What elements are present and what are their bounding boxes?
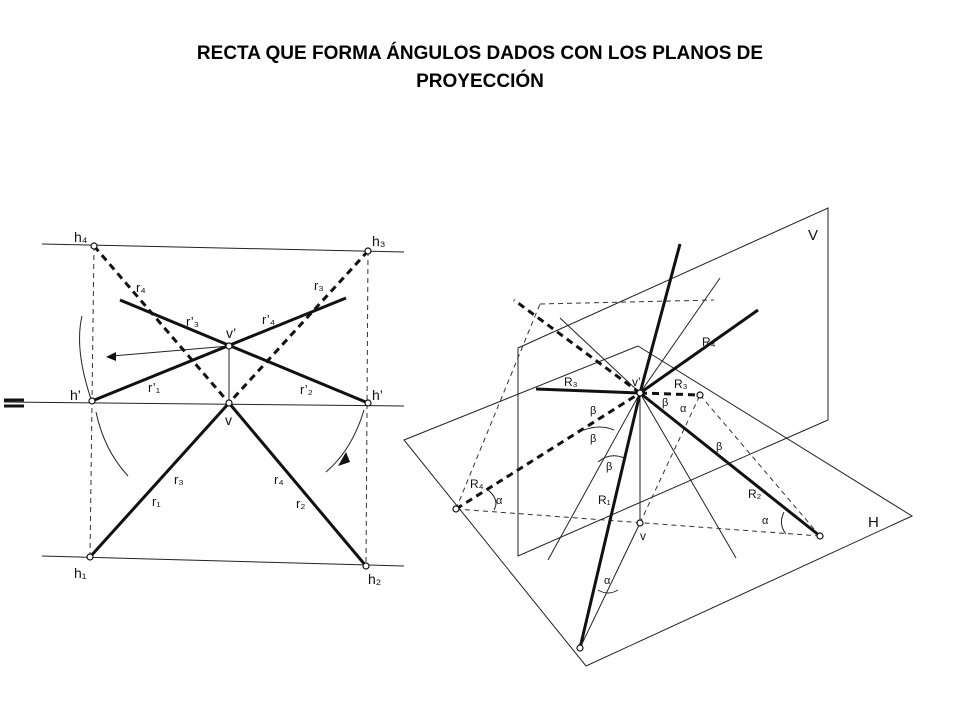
label-r4-prime: r’₄ — [262, 312, 275, 327]
label-r3-prime: r’₃ — [186, 314, 199, 329]
horizontal-plane-h — [403, 345, 914, 667]
line-r1 — [88, 401, 231, 559]
label-angle-beta: β — [590, 405, 596, 417]
angle-arc-beta — [597, 455, 625, 463]
angle-arc-alpha-bottom — [597, 589, 619, 594]
page-title: RECTA QUE FORMA ÁNGULOS DADOS CON LOS PL… — [0, 40, 960, 96]
label-R4-left: R₄ — [470, 477, 484, 491]
angle-arc-alpha-left — [487, 489, 497, 511]
label-v-prime: v’ — [632, 375, 641, 389]
left-orthographic-diagram: h₄ h₃ h’ h’ v’ v h₁ h₂ r₄ r₃ r’₃ r’₄ r’₁… — [3, 229, 405, 587]
vertical-plane-v — [517, 207, 829, 557]
label-r2-prime: r’₂ — [300, 382, 313, 397]
line-upper-ray — [638, 243, 682, 394]
right-perspective-diagram: V H v’ v R₄ R₃ R₃ R₄ R₁ R₂ α α α α β β β… — [403, 207, 914, 667]
label-angle-beta: β — [606, 461, 612, 473]
label-R2: R₂ — [748, 487, 762, 501]
label-R3-left: R₃ — [564, 375, 578, 389]
construction-line — [559, 317, 641, 394]
lower-right-arc — [325, 409, 365, 473]
point-R2-trace — [816, 532, 824, 540]
dashed-construction-line — [699, 394, 821, 537]
label-h-prime-right: h’ — [372, 387, 383, 403]
lower-left-arc — [95, 411, 129, 477]
point-v — [636, 519, 644, 527]
construction-line — [547, 392, 641, 561]
point-h3 — [364, 247, 372, 255]
construction-line — [579, 522, 641, 649]
label-angle-alpha: α — [604, 575, 611, 587]
line-r2 — [227, 402, 368, 567]
label-h3: h₃ — [372, 233, 386, 249]
point-R4-trace — [452, 505, 460, 513]
label-h4: h₄ — [74, 229, 88, 245]
construction-line — [111, 345, 230, 357]
line-r3-dashed — [227, 249, 370, 405]
label-r1: r₁ — [152, 494, 161, 509]
label-r1-prime: r’₁ — [148, 380, 161, 395]
line-r3-prime — [119, 298, 369, 405]
construction-arrow — [106, 352, 116, 361]
line-upper-left-dashed — [513, 298, 641, 395]
label-r3: r₃ — [314, 278, 324, 293]
label-r4: r₄ — [136, 280, 146, 295]
line-r4-dashed — [92, 245, 231, 404]
label-angle-beta: β — [662, 397, 668, 409]
dashed-construction-line — [639, 394, 701, 524]
label-r4-lower: r₄ — [274, 472, 284, 487]
label-R1: R₁ — [598, 493, 611, 507]
upper-arc — [79, 315, 93, 403]
label-angle-alpha: α — [762, 515, 769, 527]
label-v: v — [225, 412, 232, 428]
dashed-construction-line — [455, 303, 541, 510]
label-angle-alpha: α — [496, 495, 503, 507]
bottom-reference-line — [41, 555, 405, 567]
line-R1 — [578, 392, 642, 649]
label-plane-h: H — [868, 514, 879, 531]
point-R1-trace — [576, 644, 584, 652]
angle-arc-alpha-right — [780, 511, 787, 535]
title-line-2: PROYECCIÓN — [416, 71, 544, 92]
point-h4 — [90, 242, 98, 250]
label-r3-lower: r₃ — [174, 472, 184, 487]
point-h1 — [86, 553, 94, 561]
label-R4-top: R₄ — [702, 335, 716, 349]
label-plane-v: V — [808, 227, 818, 244]
point-h-prime-left — [88, 397, 96, 405]
construction-line — [639, 277, 721, 394]
point-v — [225, 399, 233, 407]
arc-arrow — [338, 452, 350, 466]
point-h2 — [362, 562, 370, 570]
ground-line — [3, 401, 405, 407]
point-h-prime-right — [364, 399, 372, 407]
line-R2 — [639, 391, 821, 538]
label-v: v — [640, 529, 646, 543]
label-r2: r₂ — [296, 496, 305, 511]
label-angle-beta: β — [590, 433, 596, 445]
line-r4-prime — [91, 296, 347, 403]
top-reference-line — [41, 243, 405, 253]
right-vertical-line — [365, 250, 369, 567]
point-R3-trace — [696, 391, 704, 399]
title-line-1: RECTA QUE FORMA ÁNGULOS DADOS CON LOS PL… — [196, 43, 764, 64]
label-h2: h₂ — [368, 571, 381, 587]
line-R4-dashed — [455, 391, 641, 511]
line-R4-upper — [639, 308, 759, 395]
label-R3-right: R₃ — [674, 377, 688, 391]
label-angle-alpha: α — [680, 403, 687, 415]
line-R3-dashed — [639, 391, 701, 397]
label-h-prime-left: h’ — [70, 387, 81, 403]
label-h1: h₁ — [74, 565, 87, 581]
label-angle-beta: β — [716, 441, 722, 453]
point-v-prime — [225, 342, 233, 350]
point-v-prime — [636, 389, 644, 397]
construction-line — [639, 392, 737, 559]
dashed-construction-line — [539, 299, 715, 305]
angle-arc-beta — [583, 426, 615, 431]
label-v-prime: v’ — [226, 325, 236, 341]
line-R3-left — [535, 387, 641, 395]
